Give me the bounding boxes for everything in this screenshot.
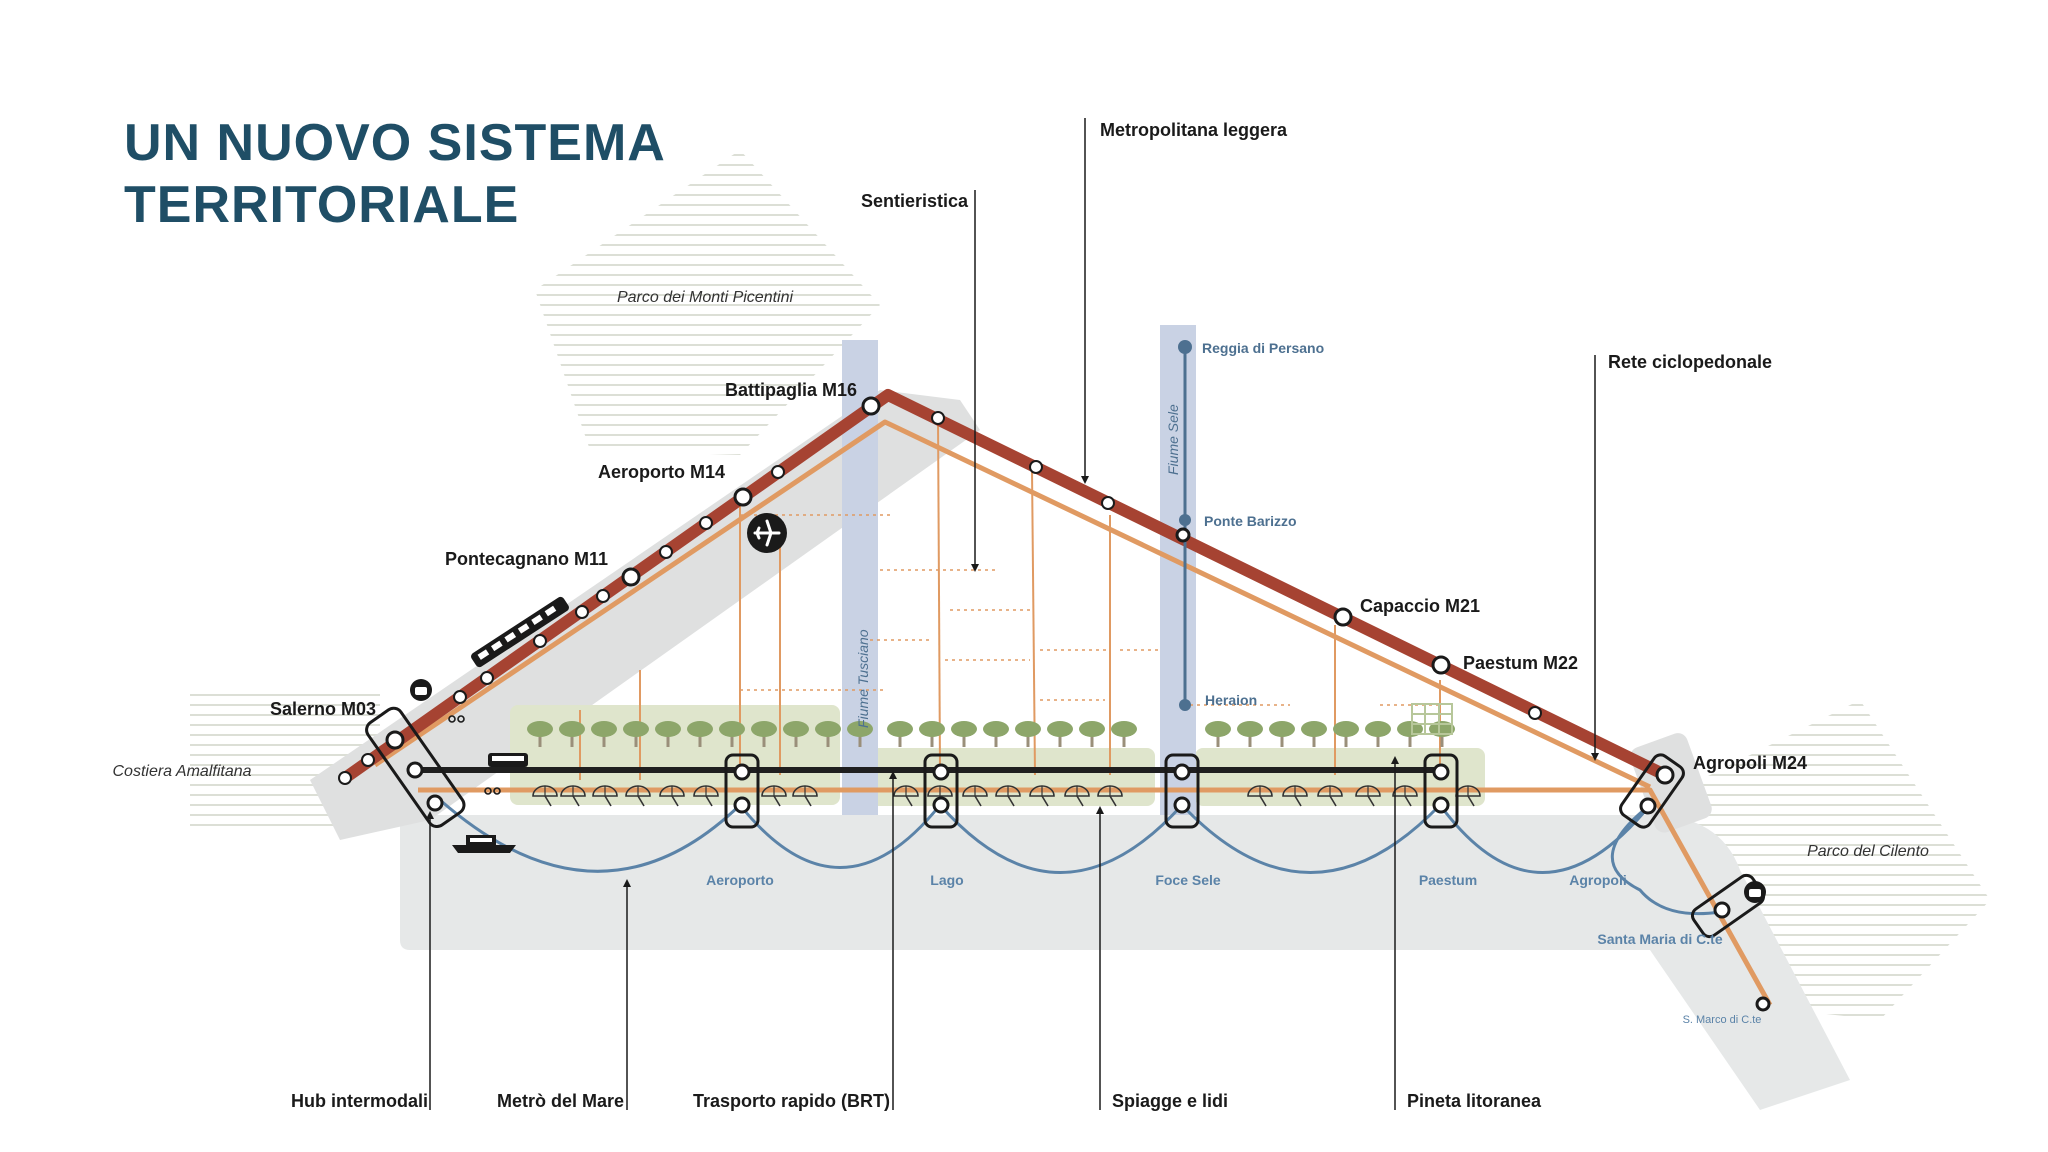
hub-aeroporto [724,753,760,829]
metro-line [341,389,1668,783]
hub-foce-sele [1164,753,1200,829]
sea-stop-foce-sele: Foce Sele [1155,872,1221,888]
station-paestum [1431,655,1451,675]
sea-stop-aeroporto: Aeroporto [706,872,774,888]
station-label-agropoli: Agropoli M24 [1693,753,1807,773]
station-label-salerno: Salerno M03 [270,699,376,719]
airplane-icon [747,513,787,553]
cable-car-icon [1744,881,1766,903]
sea-stop-santa-maria: Santa Maria di C.te [1597,931,1722,947]
metro-main-stations [385,396,1675,785]
river-label-sele: Fiume Sele [1165,404,1181,475]
legend-metro-mare: Metrò del Mare [497,1091,624,1111]
legend-arrow-heads [426,476,1599,887]
park-label-cilento: Parco del Cilento [1807,843,1929,860]
bicycle-icon [484,787,501,795]
hub-salerno [365,706,466,829]
intermodal-hubs [365,706,1766,939]
station-capaccio [1333,607,1353,627]
cycle-network [373,419,1773,1007]
ferry-icon [452,835,516,853]
station-label-pontecagnano: Pontecagnano M11 [445,549,608,569]
metro-stops [338,411,1542,785]
park-label-amalfitana: Costiera Amalfitana [112,763,251,780]
sele-stop-barizzo: Ponte Barizzo [1204,513,1297,529]
legend-ciclopedonale: Rete ciclopedonale [1608,352,1772,372]
sea-stop-paestum: Paestum [1419,872,1477,888]
train-icon [471,596,569,668]
sea-stop-san-marco: S. Marco di C.te [1683,1014,1762,1026]
trails [740,514,1440,706]
hub-agropoli [1619,753,1685,829]
park-label-picentini: Parco dei Monti Picentini [617,289,794,306]
station-agropoli [1655,765,1675,785]
page-title-line-2: TERRITORIALE [124,176,520,234]
legend-spiagge: Spiagge e lidi [1112,1091,1228,1111]
bicycle-icon [448,715,465,723]
park-area-picentini [535,150,880,455]
sele-stops [1178,340,1192,711]
station-label-paestum: Paestum M22 [1463,653,1578,673]
station-battipaglia [861,396,881,416]
page-title: UN NUOVO SISTEMA TERRITORIALE [124,112,666,236]
station-salerno [385,730,405,750]
hub-paestum [1423,753,1459,829]
sele-stop-heraion: Heraion [1205,692,1257,708]
legend-leaders [429,118,1596,1110]
station-pontecagnano [621,567,641,587]
hub-stops [406,527,1771,1012]
legend-sentieristica: Sentieristica [861,191,969,211]
legend-brt: Trasporto rapido (BRT) [693,1091,890,1111]
page-title-line-1: UN NUOVO SISTEMA [124,114,666,172]
station-label-aeroporto: Aeroporto M14 [598,462,725,482]
station-label-battipaglia: Battipaglia M16 [725,380,857,400]
legend-pineta: Pineta litoranea [1407,1091,1542,1111]
station-label-capaccio: Capaccio M21 [1360,596,1480,616]
sea-stop-lago: Lago [930,872,963,888]
legend-hub: Hub intermodali [291,1091,428,1111]
sea-stop-agropoli: Agropoli [1569,872,1627,888]
legend-metropolitana: Metropolitana leggera [1100,120,1288,140]
river-label-tusciano: Fiume Tusciano [855,629,871,728]
sele-stop-persano: Reggia di Persano [1202,340,1324,356]
bus-icon [488,753,528,767]
hub-lago [923,753,959,829]
cable-car-icon [410,679,432,701]
station-aeroporto [733,487,753,507]
building-icon [1411,703,1453,735]
